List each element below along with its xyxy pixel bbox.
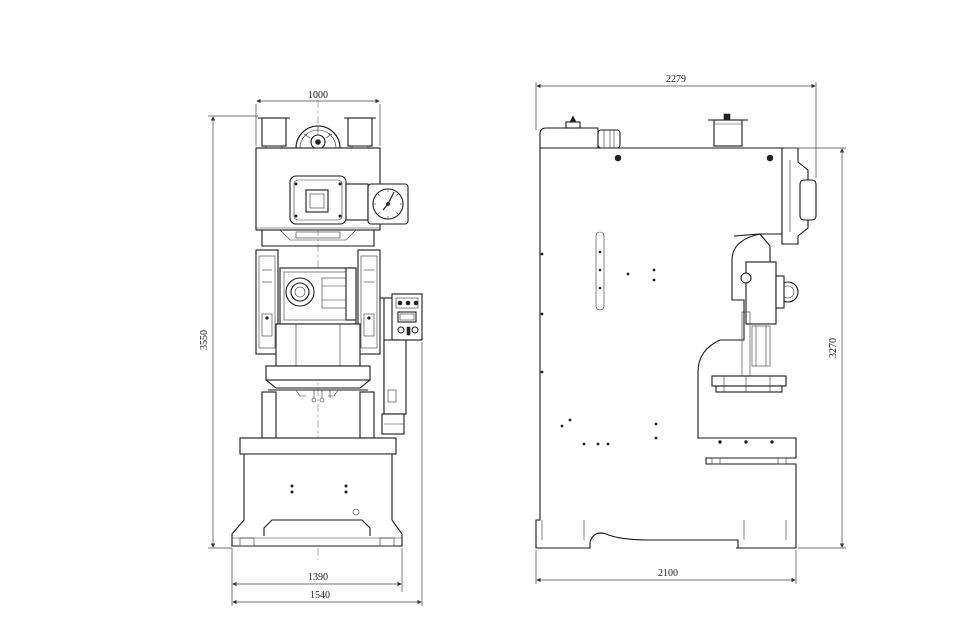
front-base — [231, 437, 403, 547]
front-frame-step — [261, 230, 375, 247]
dim-front-top: 1000 — [255, 90, 381, 146]
front-flywheel — [295, 125, 341, 150]
side-bolster — [711, 375, 787, 465]
front-side-columns — [255, 249, 381, 355]
dim-label-2279: 2279 — [666, 74, 686, 85]
dim-side-height: 3270 — [784, 147, 846, 549]
front-view: 1000 3550 1390 1540 — [199, 90, 423, 606]
front-leg-right — [359, 391, 375, 439]
front-window-panel — [289, 175, 369, 225]
dim-label-3270: 3270 — [828, 338, 839, 358]
side-frame-body — [535, 147, 797, 549]
front-die-area — [268, 389, 368, 403]
dim-label-1000: 1000 — [308, 90, 328, 101]
dim-front-overall: 1540 — [231, 342, 423, 606]
side-view: 2279 3270 2100 — [535, 74, 846, 584]
side-front-plate — [766, 147, 817, 245]
dim-label-1390: 1390 — [308, 572, 328, 583]
dim-label-1540: 1540 — [310, 590, 330, 601]
side-motor — [539, 115, 621, 163]
dim-label-3550: 3550 — [199, 330, 210, 350]
dim-label-2100: 2100 — [658, 568, 678, 579]
front-control-panel — [380, 293, 423, 435]
dim-front-base: 1390 — [231, 548, 403, 592]
front-slide-lower — [275, 323, 361, 367]
side-top-cylinder — [708, 113, 748, 147]
side-slide — [733, 233, 799, 377]
side-body-details — [540, 154, 658, 446]
dim-side-top: 2279 — [535, 74, 817, 178]
dim-front-height: 3550 — [199, 115, 258, 549]
side-feet — [536, 520, 796, 549]
front-slide — [279, 267, 357, 325]
front-gauge-dial — [367, 183, 409, 225]
dim-side-base: 2100 — [535, 550, 797, 584]
front-leg-left — [261, 391, 277, 439]
